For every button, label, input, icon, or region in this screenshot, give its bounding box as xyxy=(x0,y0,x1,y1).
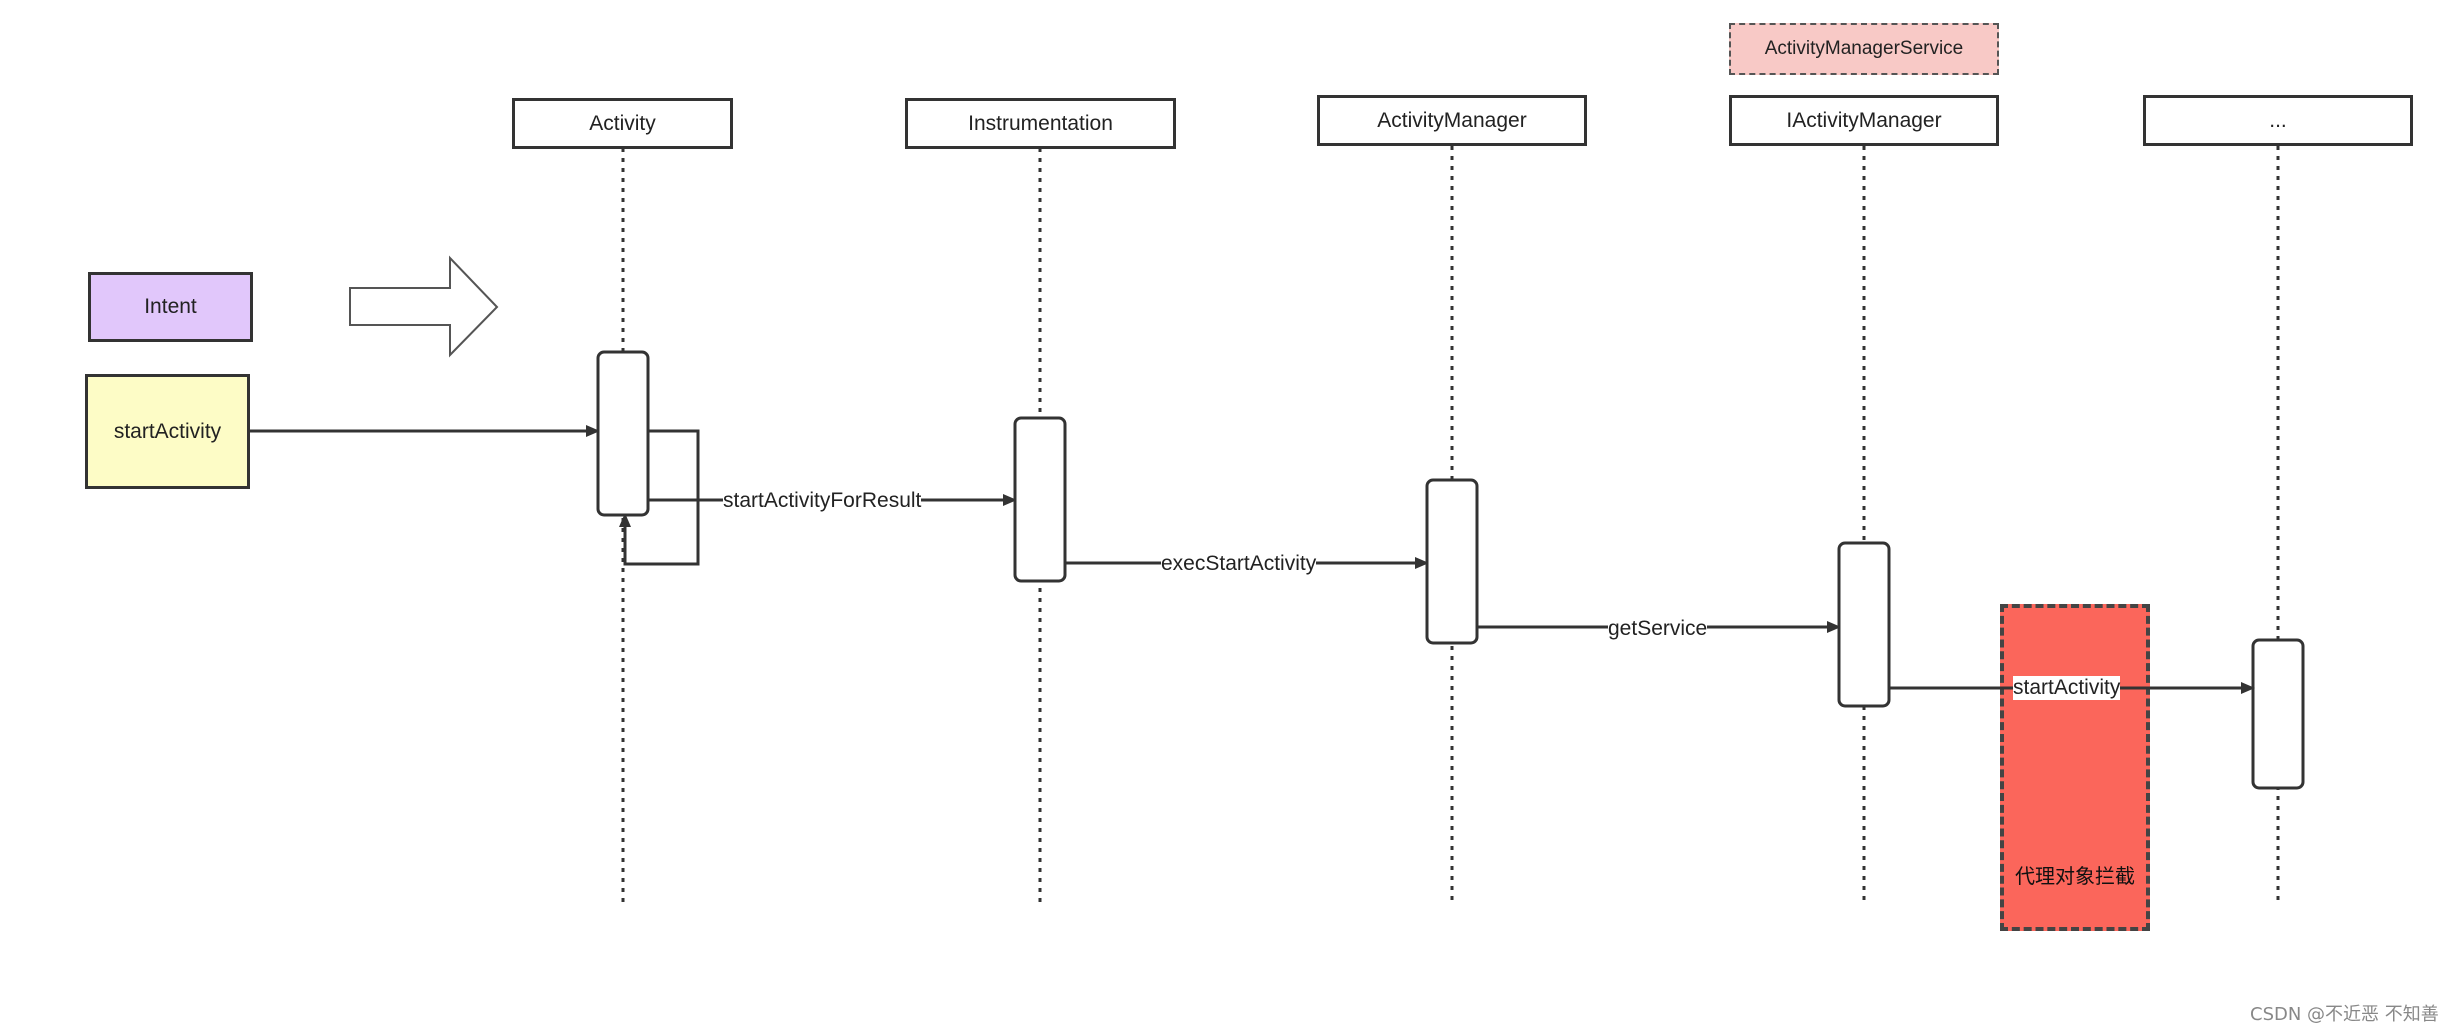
lifeline-activity-manager-head: ActivityManager xyxy=(1317,95,1587,146)
lifeline-instrumentation-head: Instrumentation xyxy=(905,98,1176,149)
lifeline-ellipsis-head: ... xyxy=(2143,95,2413,146)
proxy-intercept-box: 代理对象拦截 xyxy=(2000,604,2150,931)
lifeline-iactivity-manager-label: IActivityManager xyxy=(1786,108,1942,132)
activity-self-loop xyxy=(619,429,700,566)
proxy-intercept-label: 代理对象拦截 xyxy=(2015,866,2135,888)
lifeline-iactivity-manager-head: IActivityManager xyxy=(1729,95,1999,146)
activation-activity-manager xyxy=(1425,478,1479,645)
intent-box: Intent xyxy=(88,272,253,342)
lifeline-ellipsis-label: ... xyxy=(2269,108,2287,132)
activation-activity xyxy=(596,350,650,517)
lifeline-activity-head: Activity xyxy=(512,98,733,149)
ams-note: ActivityManagerService xyxy=(1729,23,1999,75)
msg-start-activity-for-result: startActivityForResult xyxy=(723,489,922,513)
lifeline-instrumentation-label: Instrumentation xyxy=(968,111,1113,135)
activation-ellipsis xyxy=(2251,638,2305,790)
lifeline-activity-label: Activity xyxy=(589,111,656,135)
start-activity-box: startActivity xyxy=(85,374,250,489)
block-arrow-shape xyxy=(349,255,499,358)
activation-instrumentation xyxy=(1013,416,1067,583)
msg-start-activity-proxy: startActivity xyxy=(2013,676,2121,700)
lifeline-activity-manager-label: ActivityManager xyxy=(1377,108,1527,132)
msg-exec-start-activity: execStartActivity xyxy=(1161,552,1317,576)
ams-note-label: ActivityManagerService xyxy=(1764,38,1964,59)
csdn-watermark: CSDN @不近恶 不知善 xyxy=(2250,1004,2439,1025)
activation-iactivity-manager xyxy=(1837,541,1891,708)
start-activity-label: startActivity xyxy=(113,419,222,443)
intent-label: Intent xyxy=(144,295,197,318)
msg-get-service: getService xyxy=(1608,617,1708,641)
